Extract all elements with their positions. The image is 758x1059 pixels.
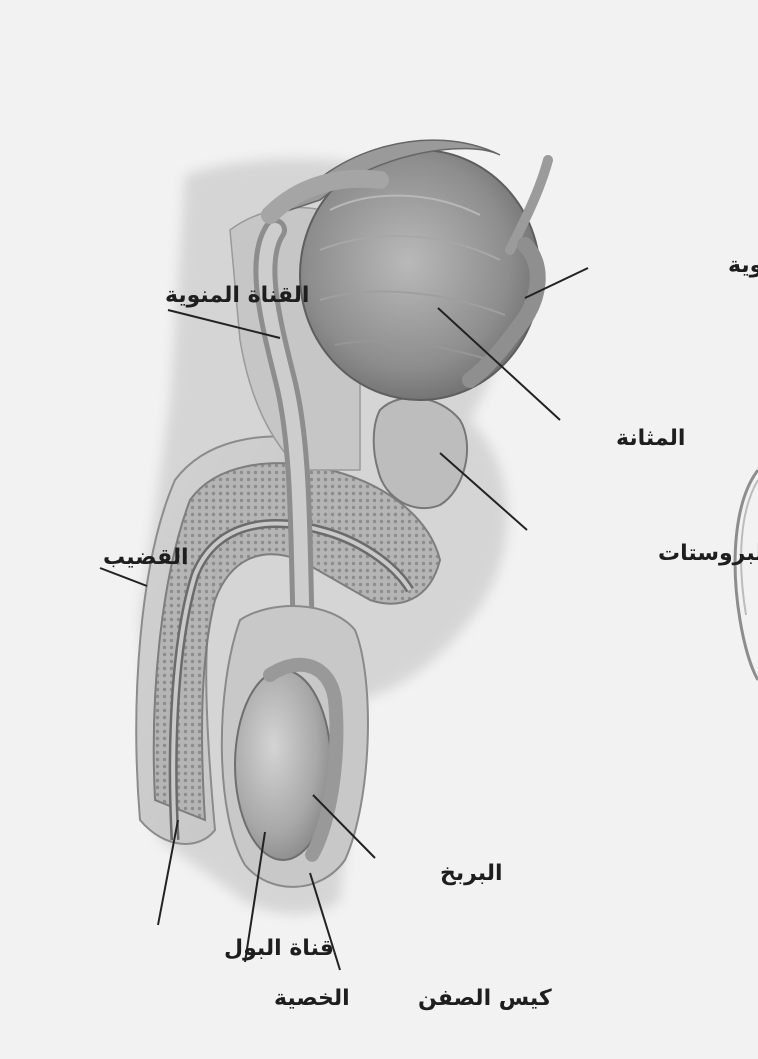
label-scrotum: كيس الصفن (418, 986, 552, 1011)
label-seminal-vesicle: الحويصلة المنوية (728, 253, 758, 278)
label-bladder: المثانة (616, 426, 685, 451)
label-testis: الخصية (274, 986, 350, 1011)
label-vas-deferens: القناة المنوية (165, 283, 309, 308)
label-epididymis: البربخ (440, 861, 503, 886)
prostate-shape (374, 398, 467, 508)
label-prostate: غدة البروستات (658, 541, 758, 566)
label-urethra: قناة البول (224, 936, 334, 961)
label-penis: القضيب (103, 545, 189, 570)
